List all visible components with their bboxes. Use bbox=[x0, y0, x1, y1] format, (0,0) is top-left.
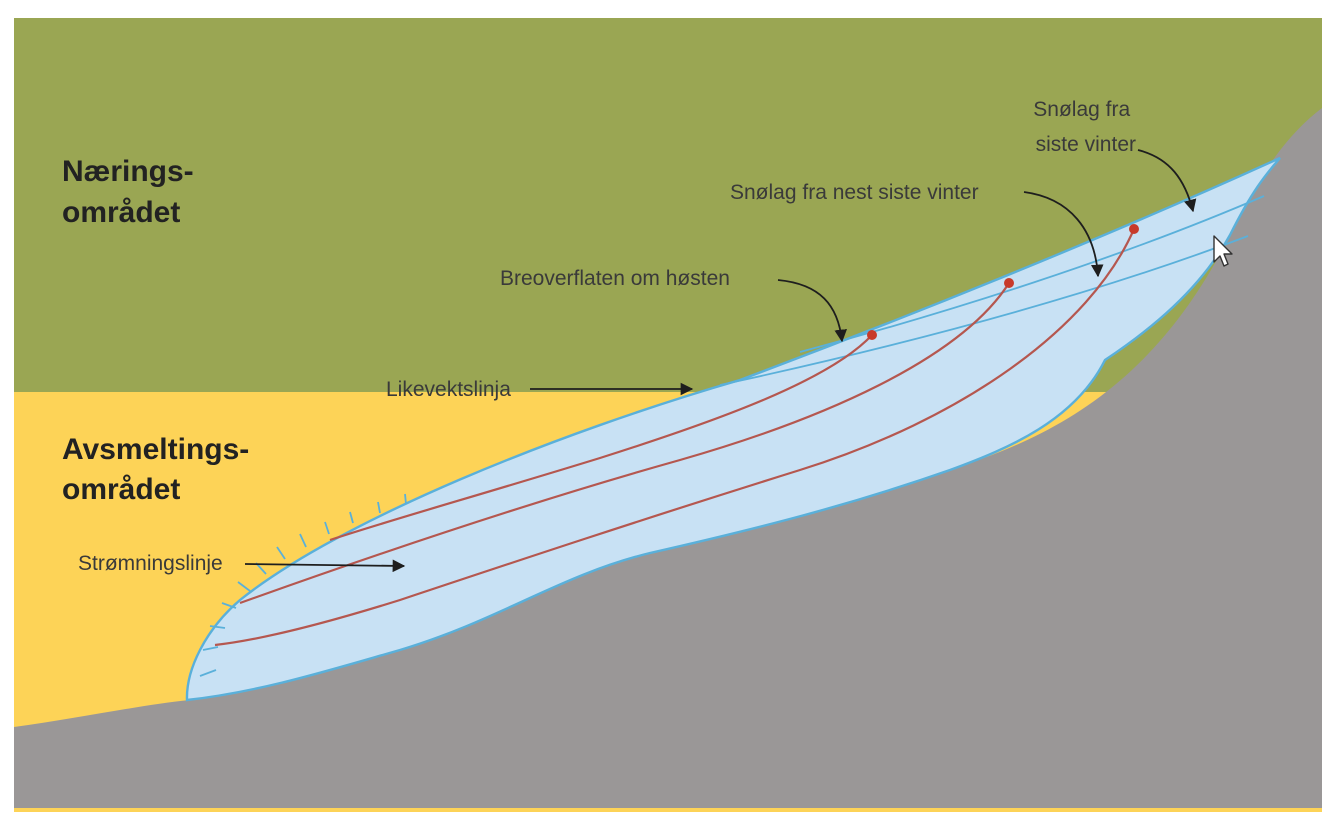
flow-point bbox=[1129, 224, 1139, 234]
flow-line-leader bbox=[244, 559, 406, 573]
mouse-cursor-icon bbox=[1213, 235, 1233, 267]
flow-line-label: Strømningslinje bbox=[78, 552, 223, 575]
last-winter-leader bbox=[1137, 149, 1197, 213]
equilibrium-line-label: Likevektslinja bbox=[386, 378, 511, 401]
snow-layer-previous-winter bbox=[719, 235, 1249, 386]
ablation-zone-title: Avsmeltings- området bbox=[62, 433, 258, 506]
flow-line-1 bbox=[329, 334, 873, 542]
flow-lines bbox=[214, 228, 1136, 647]
flow-points bbox=[867, 224, 1139, 340]
autumn-surface-label: Breoverflaten om høsten bbox=[500, 267, 730, 290]
previous-winter-leader bbox=[1023, 191, 1104, 278]
flow-point bbox=[867, 330, 877, 340]
flow-line-3 bbox=[214, 228, 1136, 647]
flow-line-2 bbox=[239, 282, 1010, 605]
snow-layer-last-winter bbox=[799, 195, 1265, 353]
autumn-surface-leader bbox=[777, 279, 848, 343]
last-winter-snow-label: Snølag fra siste vinter bbox=[1033, 98, 1136, 156]
accumulation-zone-title: Nærings- området bbox=[62, 155, 202, 229]
flow-point bbox=[1004, 278, 1014, 288]
bedrock bbox=[14, 108, 1322, 808]
previous-winter-snow-label: Snølag fra nest siste vinter bbox=[730, 181, 979, 204]
ice-margin-hatching bbox=[199, 493, 407, 677]
